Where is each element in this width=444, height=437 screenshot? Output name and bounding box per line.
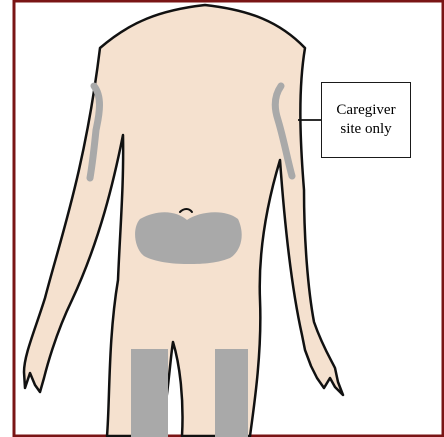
callout-line-1: Caregiver xyxy=(336,101,395,120)
injection-site-left-thigh xyxy=(131,349,168,437)
injection-site-abdomen xyxy=(135,212,242,264)
callout-line-2: site only xyxy=(340,120,391,139)
injection-site-right-thigh xyxy=(215,349,248,437)
caregiver-callout: Caregiver site only xyxy=(321,82,411,158)
